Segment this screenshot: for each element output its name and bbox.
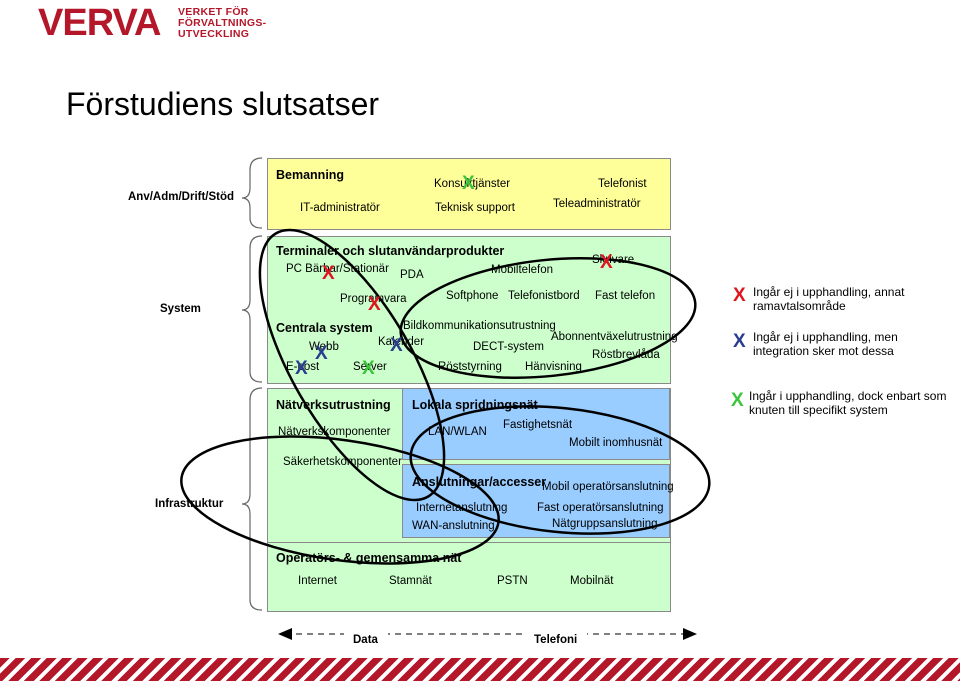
item-telefonistbord: Telefonistbord	[508, 290, 580, 302]
legend-marker-red: X	[733, 285, 746, 306]
footer-telefoni: Telefoni	[534, 634, 578, 646]
lokala-box	[402, 388, 670, 460]
section-label-anv: Anv/Adm/Drift/Stöd	[128, 191, 235, 203]
logo-subtitle: VERKET FÖR FÖRVALTNINGS- UTVECKLING	[178, 7, 266, 40]
logo-line: VERKET FÖR	[178, 6, 249, 18]
verva-logo: VERVA	[38, 2, 161, 44]
item-mobilt-inomhusnat: Mobilt inomhusnät	[569, 437, 663, 449]
item-wan-anslutning: WAN-anslutning	[412, 520, 495, 532]
lokala-heading: Lokala spridningsnät	[412, 398, 538, 412]
marker-programvara: X	[368, 294, 381, 315]
item-webb: Webb	[309, 341, 339, 353]
footer-data: Data	[353, 634, 378, 646]
operator-box	[267, 542, 671, 612]
item-mobilnat: Mobilnät	[570, 575, 614, 587]
item-it-administrator: IT-administratör	[300, 202, 380, 214]
legend-text-blue: Ingår ej i upphandling, men integration …	[753, 330, 898, 358]
item-server: Server	[353, 361, 387, 373]
item-telefonist: Telefonist	[598, 178, 647, 190]
anslutningar-heading: Anslutningar/accesser	[412, 475, 547, 489]
legend-text-red: Ingår ej i upphandling, annat ramavtalso…	[753, 285, 905, 313]
legend-text-green: Ingår i upphandling, dock enbart som knu…	[749, 389, 947, 417]
legend-marker-green: X	[731, 390, 744, 411]
section-label-infrastruktur: Infrastruktur	[155, 498, 224, 510]
item-programvara: Programvara	[340, 293, 407, 305]
item-mobil-operatorsanslutning: Mobil operatörsanslutning	[542, 481, 674, 493]
item-rostbrevlada: Röstbrevlåda	[592, 349, 660, 361]
centrala-heading: Centrala system	[276, 321, 373, 335]
item-stamnat: Stamnät	[389, 575, 432, 587]
ellipse-telefoni-upper	[399, 257, 697, 379]
marker-webb: X	[315, 343, 328, 364]
decorative-stripe	[0, 658, 960, 681]
item-fastighetsnat: Fastighetsnät	[503, 419, 573, 431]
item-internet: Internet	[298, 575, 337, 587]
ellipse-data-upper	[258, 228, 446, 502]
item-hanvisning: Hänvisning	[525, 361, 582, 373]
item-softphone: Softphone	[446, 290, 499, 302]
item-sakerhetskomponenter: Säkerhetskomponenter	[283, 456, 402, 468]
legend-marker-blue: X	[733, 331, 746, 352]
logo-line: UTVECKLING	[178, 28, 250, 40]
marker-pc: X	[322, 263, 335, 284]
item-pda: PDA	[400, 269, 424, 281]
marker-kalender: X	[390, 335, 403, 356]
logo-line: FÖRVALTNINGS-	[178, 17, 267, 29]
item-fast-operatorsanslutning: Fast operatörsanslutning	[537, 502, 664, 514]
item-abonnentvaxel: Abonnentväxelutrustning	[551, 331, 678, 343]
marker-skrivare: X	[600, 252, 613, 273]
item-fast-telefon: Fast telefon	[595, 290, 656, 302]
marker-epost: X	[295, 358, 308, 379]
item-konsulttjanster: Konsulttjänster	[434, 178, 511, 190]
item-teknisk-support: Teknisk support	[435, 202, 515, 214]
item-kalender: Kalender	[378, 336, 425, 348]
marker-server: X	[362, 358, 375, 379]
item-pc: PC Bärbar/Stationär	[286, 263, 389, 275]
item-mobiltelefon: Mobiltelefon	[491, 264, 554, 276]
system-box	[267, 236, 671, 384]
item-epost: E-post	[286, 361, 320, 373]
page-title: Förstudiens slutsatser	[66, 86, 380, 122]
item-natgruppsanslutning: Nätgruppsanslutning	[552, 518, 658, 530]
item-teleadministrator: Teleadministratör	[553, 198, 641, 210]
bemanning-box	[267, 158, 671, 230]
marker-konsulttjanster: X	[462, 173, 475, 194]
section-label-system: System	[160, 303, 201, 315]
ellipse-telefoni-lower	[409, 405, 711, 535]
terminaler-heading: Terminaler och slutanvändarprodukter	[276, 244, 505, 258]
item-natverkskomponenter: Nätverkskomponenter	[278, 426, 391, 438]
bemanning-heading: Bemanning	[276, 168, 345, 182]
item-pstn: PSTN	[497, 575, 528, 587]
item-dect: DECT-system	[473, 341, 544, 353]
item-bildkommunikation: Bildkommunikationsutrustning	[403, 320, 556, 332]
